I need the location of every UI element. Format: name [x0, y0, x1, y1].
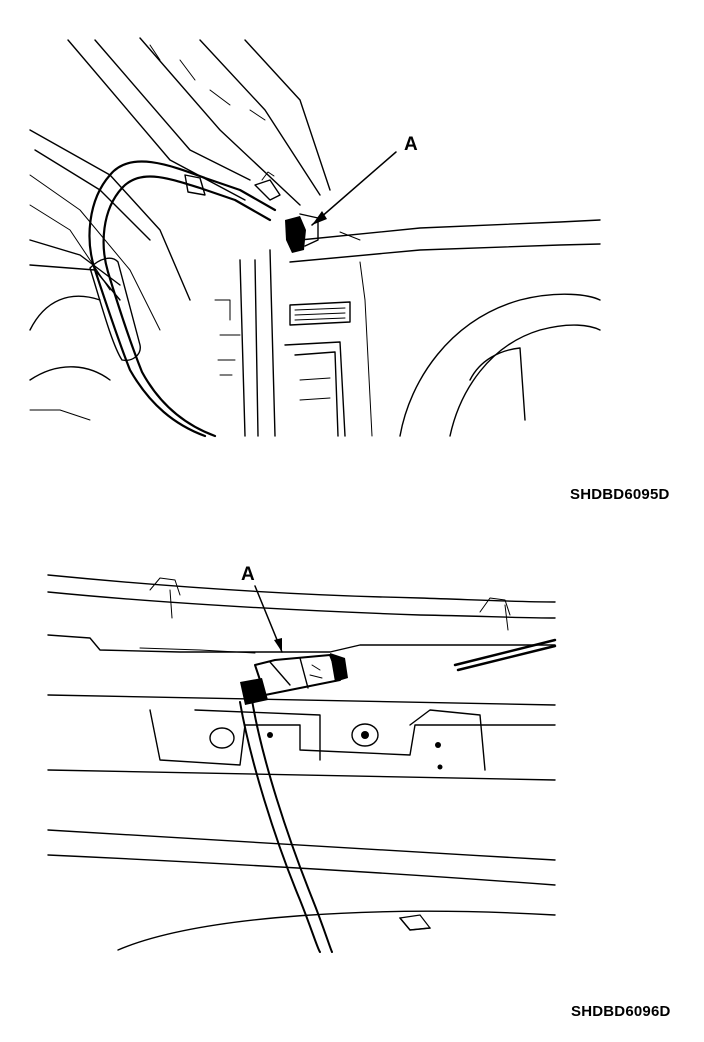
figure-1-drawing: A: [29, 37, 601, 438]
figure-1-body-lines: [29, 37, 601, 437]
figure-1-code: SHDBD6095D: [570, 486, 670, 503]
figure-2-callout: A: [241, 564, 283, 653]
figure-2-connector: [240, 653, 348, 705]
figure-2-code: SHDBD6096D: [571, 1003, 671, 1020]
figure-2-callout-label: A: [241, 564, 255, 585]
figure-1-illustration: A: [0, 0, 704, 510]
figure-1-callout-label: A: [404, 134, 418, 155]
figure-1-callout: A: [311, 134, 418, 226]
figure-2-cable: [239, 699, 333, 953]
figure-2-drawing: A: [47, 564, 557, 953]
figure-2-illustration: A: [0, 520, 704, 1042]
figure-1-wire-harness: [88, 160, 319, 438]
figure-2-body-lines: [47, 574, 557, 951]
